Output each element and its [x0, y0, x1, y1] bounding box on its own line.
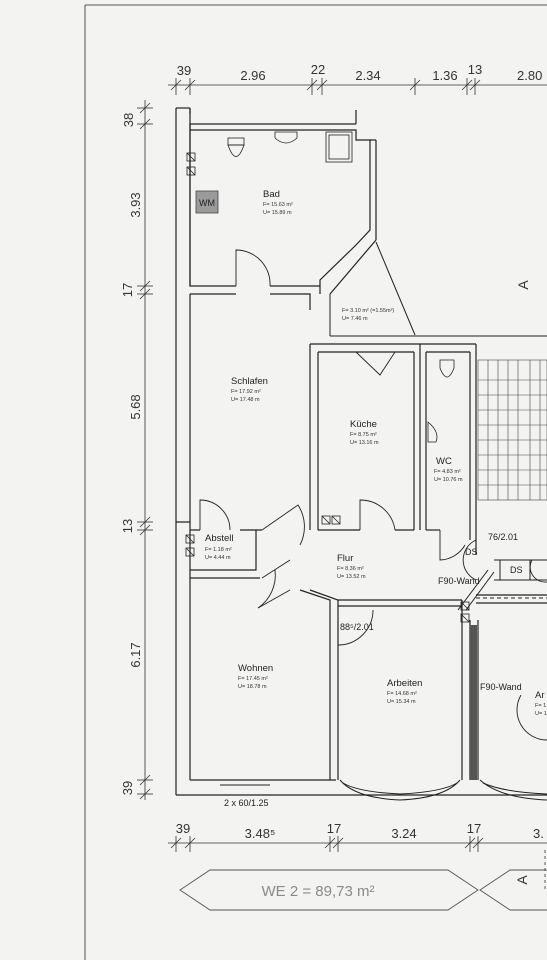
ds-label-2: DS — [510, 565, 523, 575]
dim-bottom-0: 39 — [176, 821, 190, 836]
dim-top-2: 22 — [311, 62, 325, 77]
dim-top-4: 1.36 — [432, 68, 457, 83]
dim-left-2: 17 — [120, 283, 135, 297]
bathroom-fixtures — [185, 131, 470, 623]
door-label-88: 88⁵/2.01 — [340, 622, 374, 632]
dim-top-3: 2.34 — [355, 68, 380, 83]
section-marker-a-bottom: A — [514, 875, 530, 885]
room-kueche-perimeter: U= 13.16 m — [350, 440, 379, 446]
exterior-walls — [175, 107, 547, 796]
room-arbeiten-perimeter: U= 15.34 m — [387, 699, 416, 705]
bay-windows — [220, 779, 547, 801]
room-flur-perimeter: U= 13.52 m — [337, 574, 366, 580]
door-label-76: 76/2.01 — [488, 532, 518, 542]
staircase — [477, 359, 547, 501]
abstell-walls — [176, 521, 262, 579]
room-flur-upper-perimeter: U= 7.46 m — [342, 316, 368, 322]
dim-bottom-2: 17 — [327, 821, 341, 836]
room-flur-name: Flur — [337, 553, 353, 564]
dim-top-1: 2.96 — [240, 68, 265, 83]
room-schlafen-name: Schlafen — [231, 376, 268, 387]
room-flur-upper-area: F= 3.10 m² (=1.55m²) — [342, 308, 394, 314]
summary-banner — [179, 869, 547, 911]
room-arbeiten-2-perimeter: U= 1 — [535, 711, 547, 717]
dim-left-3: 5.68 — [128, 394, 143, 419]
room-wc-area: F= 4.83 m² — [434, 469, 461, 475]
dim-bottom-3: 3.24 — [391, 826, 416, 841]
room-arbeiten-2-area: F= 1 — [535, 703, 546, 709]
room-abstell-perimeter: U= 4.44 m — [205, 555, 231, 561]
bottom-dimension-line — [168, 836, 547, 852]
room-schlafen-area: F= 17.92 m² — [231, 389, 261, 395]
room-wc-perimeter: U= 10.76 m — [434, 477, 463, 483]
top-dimension-line — [168, 78, 547, 95]
dim-left-0: 38 — [121, 113, 136, 127]
dim-bottom-5: 3. — [533, 826, 544, 841]
corridor-diagonal — [329, 241, 547, 337]
bathroom-walls — [189, 124, 377, 310]
kitchen-walls — [309, 343, 477, 555]
room-bad-area: F= 15.63 m² — [263, 202, 293, 208]
f90-wall-block — [470, 625, 477, 780]
living-walls — [299, 589, 547, 780]
left-dimension-line — [137, 100, 153, 800]
dim-top-5: 13 — [468, 62, 482, 77]
dim-left-5: 6.17 — [128, 642, 143, 667]
doors — [199, 249, 547, 741]
dim-top-0: 39 — [177, 63, 191, 78]
f90-wall-label-2: F90-Wand — [480, 682, 522, 692]
room-wohnen-perimeter: U= 18.78 m — [238, 684, 267, 690]
room-flur-area: F= 8.36 m² — [337, 566, 364, 572]
room-schlafen-perimeter: U= 17.48 m — [231, 397, 260, 403]
room-arbeiten-area: F= 14.68 m² — [387, 691, 417, 697]
ds-label-1: DS — [465, 547, 478, 557]
dim-left-6: 39 — [120, 781, 135, 795]
section-marker-a: A — [515, 280, 531, 290]
room-wc-name: WC — [436, 456, 452, 467]
sheet-frame — [84, 4, 547, 960]
room-bad-name: Bad — [263, 189, 280, 200]
dim-left-4: 13 — [120, 519, 135, 533]
f90-wall-label-1: F90-Wand — [438, 576, 480, 586]
wm-label: WM — [199, 198, 215, 208]
room-wohnen-area: F= 17.45 m² — [238, 676, 268, 682]
room-kueche-name: Küche — [350, 419, 377, 430]
flur-lines — [457, 559, 547, 611]
summary-we-area: WE 2 = 89,73 m² — [262, 883, 375, 900]
dim-bottom-4: 17 — [467, 821, 481, 836]
dim-left-1: 3.93 — [128, 192, 143, 217]
room-abstell-name: Abstell — [205, 533, 234, 544]
room-arbeiten-name: Arbeiten — [387, 678, 422, 689]
room-abstell-area: F= 1.18 m² — [205, 547, 232, 553]
room-arbeiten-2-name: Ar — [535, 690, 545, 701]
washing-machine-block — [195, 190, 219, 214]
dim-top-6: 2.80 — [517, 68, 542, 83]
dim-bottom-1: 3.48⁵ — [245, 826, 276, 841]
room-bad-perimeter: U= 15.89 m — [263, 210, 292, 216]
room-wohnen-name: Wohnen — [238, 663, 273, 674]
room-kueche-area: F= 8.75 m² — [350, 432, 377, 438]
window-label: 2 x 60/1.25 — [224, 798, 269, 808]
